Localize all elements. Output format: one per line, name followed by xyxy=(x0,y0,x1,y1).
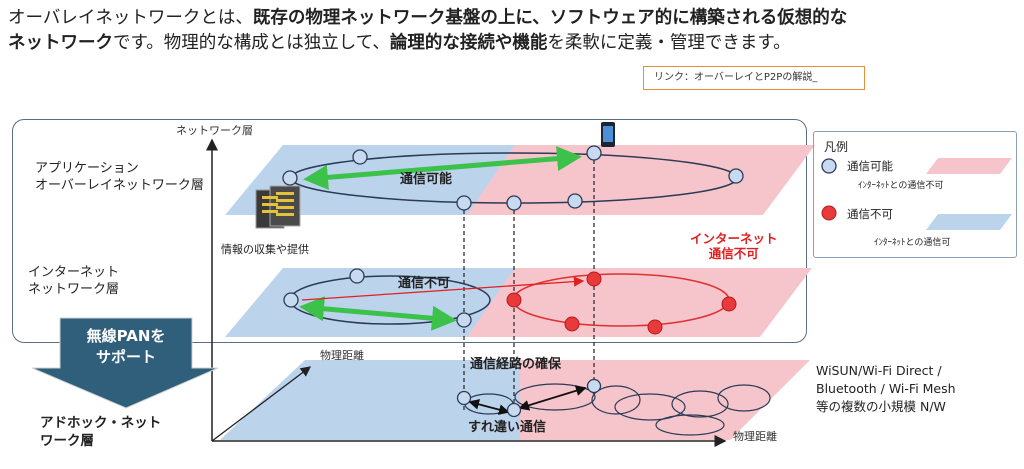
upper-layers-panel xyxy=(12,119,807,343)
legend-node-ng-label: 通信不可 xyxy=(847,207,893,221)
intro-text: を柔軟に定義・管理できます。 xyxy=(547,33,791,53)
server-caption: 情報の収集や提供 xyxy=(221,243,309,256)
internet-layer-label: インターネットネットワーク層 xyxy=(28,265,120,297)
internet-ng-label: インターネット通信不可 xyxy=(690,231,778,261)
legend-blue-area-label: ｲﾝﾀｰﾈｯﾄとの通信可 xyxy=(874,238,951,248)
node-ok xyxy=(586,378,602,394)
app-layer-label: アプリケーションオーバーレイネットワーク層 xyxy=(35,161,204,193)
passing-comm-arrow xyxy=(518,385,587,411)
legend-red-area-label: ｲﾝﾀｰﾈｯﾄとの通信不可 xyxy=(858,181,944,191)
comm-ok-label: 通信可能 xyxy=(400,172,453,187)
node-ng xyxy=(564,316,580,332)
adhoc-ring xyxy=(717,384,771,412)
intro-text: です。物理的な構成とは独立して、 xyxy=(113,33,390,53)
intro-paragraph: オーバレイネットワークとは、既存の物理ネットワーク基盤の上に、ソフトウェア的に構… xyxy=(8,6,1018,56)
route-label: 通信経路の確保 xyxy=(470,357,562,372)
comm-ng-label: 通信不可 xyxy=(398,276,451,291)
node-ok xyxy=(456,195,472,211)
intro-emphasis: 既存の物理ネットワーク基盤の上に、ソフトウェア的に構築される仮想的な xyxy=(252,8,848,28)
intro-text: オーバレイネットワークとは、 xyxy=(8,8,253,28)
passing-comm-label: すれ違い通信 xyxy=(468,420,547,435)
physical-distance-x-label: 物理距離 xyxy=(733,430,777,443)
passing-comm-arrow xyxy=(468,399,510,415)
node-ok xyxy=(349,268,365,284)
wireless-pan-arrow-shade xyxy=(31,317,219,409)
comm-ok-arrow xyxy=(299,296,457,331)
small-networks-note: WiSUN/Wi-Fi Direct /Bluetooth / Wi-Fi Me… xyxy=(816,363,956,414)
comm-ng-arrow xyxy=(301,276,585,301)
node-ok xyxy=(586,145,602,161)
adhoc-ring xyxy=(614,393,686,421)
node-ok xyxy=(282,170,298,186)
intro-emphasis: 論理的な接続や機能 xyxy=(389,33,548,53)
adhoc-ring xyxy=(655,414,725,436)
node-ok xyxy=(506,402,522,418)
server-icon xyxy=(255,185,301,229)
node-ng xyxy=(586,271,602,287)
legend-red-area-icon xyxy=(926,158,1012,174)
legend-node-ng-icon xyxy=(821,205,837,221)
wireless-pan-arrow xyxy=(32,318,218,408)
adhoc-layer-label: アドホック・ネットワーク層 xyxy=(40,415,162,449)
node-ng xyxy=(721,296,737,312)
node-ok xyxy=(728,168,744,184)
legend-title: 凡例 xyxy=(824,140,849,154)
legend-blue-area-icon xyxy=(926,214,1012,230)
smartphone-icon xyxy=(601,122,615,147)
intro-emphasis: ネットワーク xyxy=(8,33,113,53)
legend-node-ok-icon xyxy=(821,158,837,174)
node-ok xyxy=(506,195,522,211)
node-ng xyxy=(506,292,522,308)
legend-node-ok-label: 通信可能 xyxy=(847,159,893,173)
legend: 凡例 通信可能 ｲﾝﾀｰﾈｯﾄとの通信不可 通信不可 ｲﾝﾀｰﾈｯﾄとの通信可 xyxy=(813,131,1017,258)
node-ok xyxy=(283,292,299,308)
comm-ok-arrow xyxy=(303,146,582,190)
adhoc-layer-blue-area xyxy=(220,360,520,440)
physical-distance-axis-y xyxy=(211,366,312,442)
overlay-p2p-link[interactable]: リンク：オーバーレイとP2Pの解説_ xyxy=(643,66,865,90)
adhoc-ring xyxy=(591,385,641,415)
network-layer-axis-label: ネットワーク層 xyxy=(176,124,253,137)
node-ng xyxy=(647,319,663,335)
node-ok xyxy=(456,312,472,328)
node-ok xyxy=(352,149,368,165)
adhoc-ring xyxy=(671,390,729,418)
wireless-pan-text: 無線PANをサポート xyxy=(86,327,166,366)
node-ok xyxy=(456,390,472,406)
physical-distance-y-label: 物理距離 xyxy=(320,349,364,362)
node-ok xyxy=(567,193,583,209)
